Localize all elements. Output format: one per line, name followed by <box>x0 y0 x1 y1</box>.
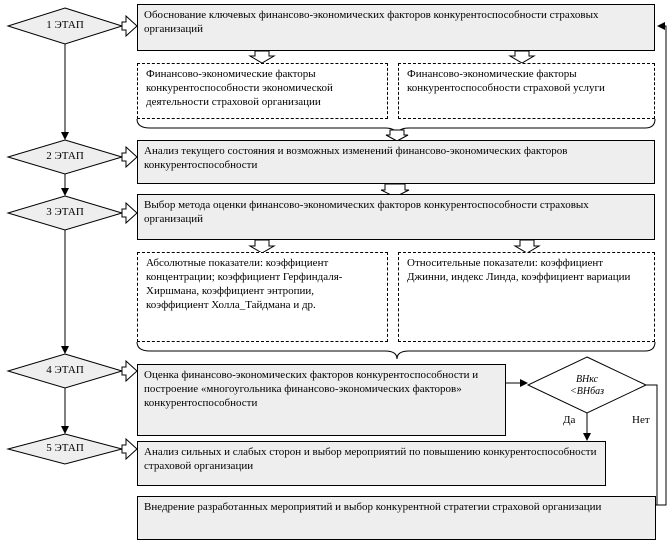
stage-3-label: 3 ЭТАП <box>46 206 84 218</box>
box-evaluation: Оценка финансово-экономических факторов … <box>137 364 506 436</box>
stage-5-label: 5 ЭТАП <box>46 442 84 454</box>
box-factors-service: Финансово-экономические факторы конкурен… <box>398 63 655 119</box>
decision-condition-line1: ВНкс <box>575 374 599 385</box>
box-relative-indicators: Относительные показатели: коэффициент Дж… <box>398 252 655 342</box>
arrow-box1-right <box>508 50 536 64</box>
box-implementation: Внедрение разработанных мероприятий и вы… <box>137 496 656 540</box>
arrow-stage1-box <box>121 14 138 38</box>
connector-no-feedback <box>646 384 658 506</box>
box-method-choice: Выбор метода оценки финансово-экономичес… <box>137 194 655 240</box>
arrow-stage2-box <box>121 145 138 169</box>
arrow-box2-box3 <box>380 183 410 198</box>
arrow-brace-box2 <box>385 129 409 142</box>
stage-5-diamond <box>6 433 124 465</box>
arrow-stage5-box <box>121 437 138 461</box>
brace-bottom <box>136 341 656 360</box>
arrow-box3-right <box>513 239 541 254</box>
box-analysis: Анализ текущего состояния и возможных из… <box>137 140 655 184</box>
box-absolute-indicators: Абсолютные показатели: коэффициент конце… <box>137 252 388 342</box>
arrow-box1-left <box>248 50 276 64</box>
arrow-stage3-box <box>121 201 138 225</box>
stage-4-label: 4 ЭТАП <box>46 364 84 376</box>
stage-1-label: 1 ЭТАП <box>46 19 84 31</box>
stage-2-label: 2 ЭТАП <box>46 150 84 162</box>
box-swot: Анализ сильных и слабых сторон и выбор м… <box>137 441 606 486</box>
decision-yes-label: Да <box>563 414 576 426</box>
feedback-loop <box>656 22 667 506</box>
box-justification: Обоснование ключевых финансово-экономиче… <box>137 4 655 51</box>
decision-condition-line2: <ВНбаз <box>569 386 604 397</box>
box-factors-organization: Финансово-экономические факторы конкурен… <box>137 63 388 119</box>
arrow-stage4-box <box>121 359 138 383</box>
decision-no-label: Нет <box>632 414 650 426</box>
arrow-box3-left <box>248 239 276 254</box>
